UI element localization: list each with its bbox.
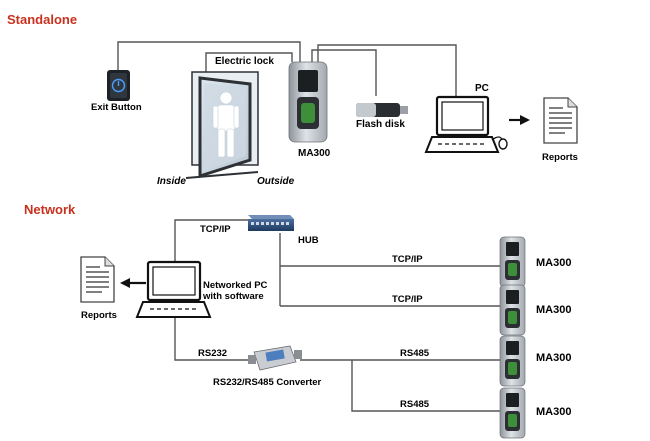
exit-button-label: Exit Button [91,102,142,113]
ma300-label-network: MA300 [536,304,572,316]
electric-lock-label: Electric lock [215,56,274,67]
ma300-device-1 [499,236,526,288]
inside-label: Inside [157,176,186,187]
reports-label-standalone: Reports [542,152,578,163]
door-illustration [185,71,259,179]
ma300-device-3 [499,335,526,387]
arrow-to-reports-standalone [509,115,530,125]
ma300-label-network: MA300 [536,406,572,418]
arrow-to-reports-network [120,278,146,288]
hub-label: HUB [298,235,319,246]
ma300-label-standalone: MA300 [298,148,331,159]
ma300-device-standalone [288,61,328,143]
ma300-device-4 [499,387,526,439]
networked-pc-label-line2: with software [203,291,264,302]
hub-switch-device [248,215,294,231]
exit-button-device [107,70,130,101]
reports-document-icon-network [80,256,115,303]
section-title-network: Network [24,202,76,217]
converter-label: RS232/RS485 Converter [213,377,322,388]
tcpip-label-pc-hub: TCP/IP [200,224,231,235]
ma300-label-network: MA300 [536,257,572,269]
link-protocol-label: TCP/IP [392,294,423,305]
link-protocol-label: RS485 [400,348,430,359]
networked-pc-label-line1: Networked PC [203,280,268,291]
pc-label: PC [475,83,489,94]
reports-label-network: Reports [81,310,117,321]
standalone-wires [117,41,457,96]
outside-label: Outside [257,176,295,187]
reports-document-icon-standalone [543,97,578,144]
network-wires [174,219,500,412]
flash-disk-device [356,103,408,117]
flash-disk-label: Flash disk [356,119,405,130]
networked-pc-computer [135,260,212,318]
section-title-standalone: Standalone [7,12,78,27]
rs232-label: RS232 [198,348,228,359]
rs232-rs485-converter-device [248,345,302,371]
pc-computer-standalone [424,95,508,153]
ma300-device-2 [499,284,526,336]
ma300-label-network: MA300 [536,352,572,364]
link-protocol-label: TCP/IP [392,254,423,265]
link-protocol-label: RS485 [400,399,430,410]
